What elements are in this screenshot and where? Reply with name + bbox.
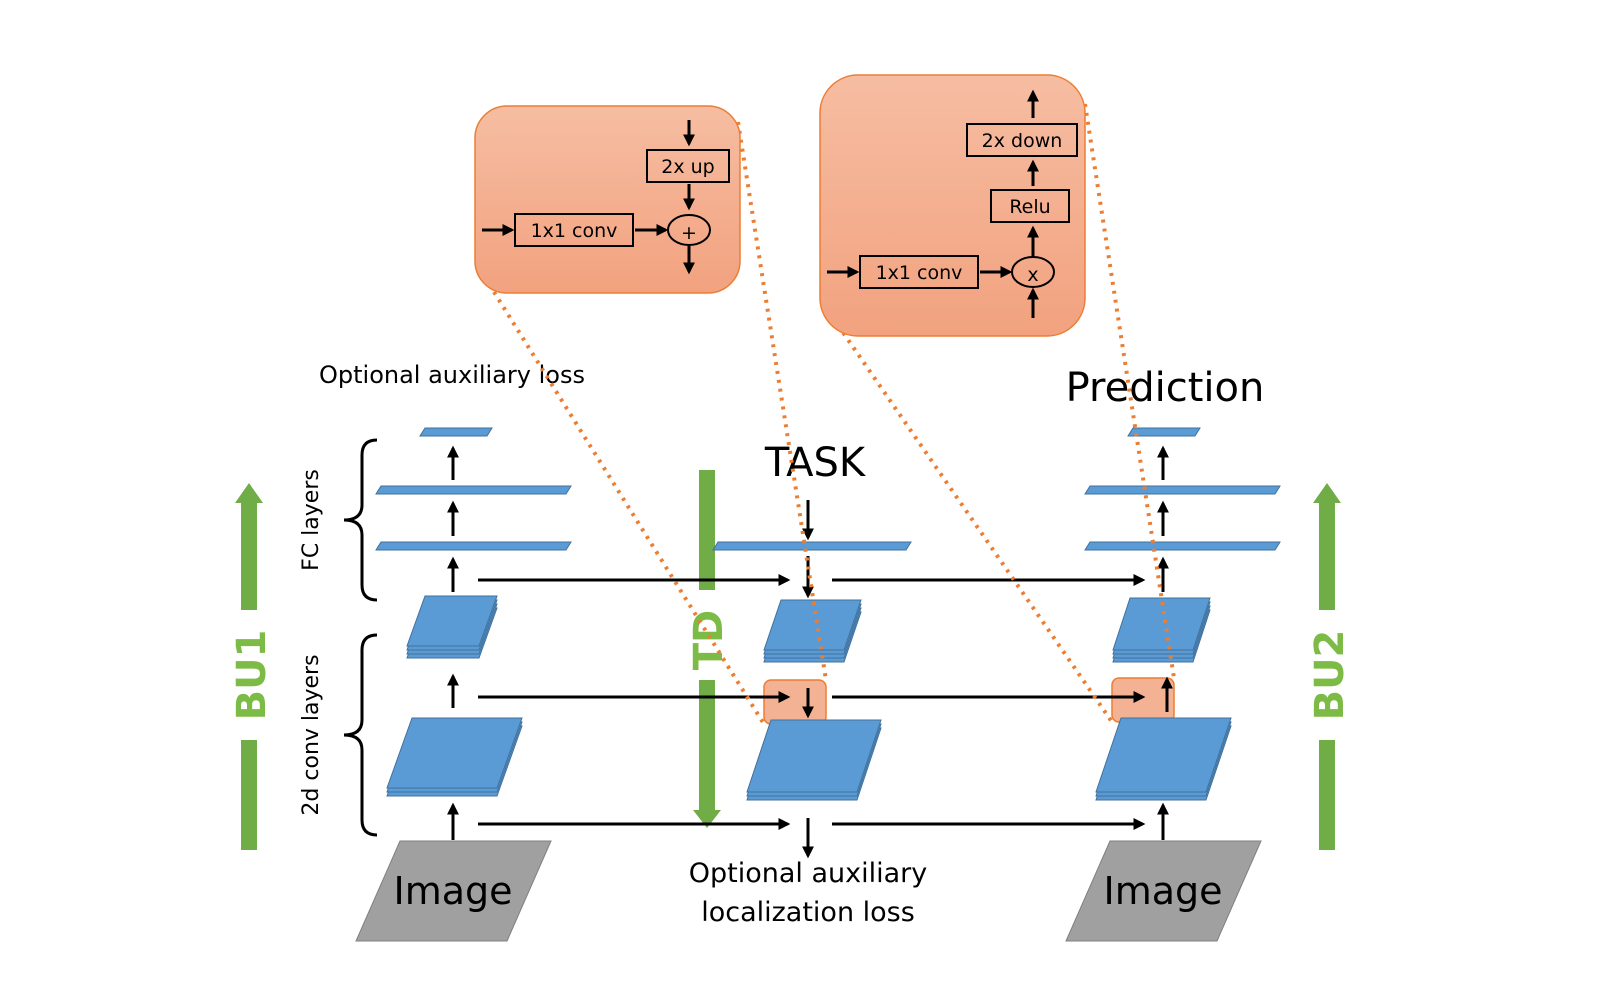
image-right-box — [1065, 840, 1262, 942]
bu1-stream-arrow — [235, 483, 263, 850]
td-add-symbol: + — [681, 222, 697, 244]
lateral-connections — [478, 574, 1146, 830]
td-conv-box — [514, 213, 634, 247]
bu1-fc-layer-1 — [375, 541, 572, 551]
bu1-conv-bottom-stack — [386, 717, 523, 797]
bu2-conv-bottom-stack — [1095, 717, 1232, 801]
bu1-fc-output — [419, 427, 493, 437]
conv-layers-label: 2d conv layers — [299, 654, 324, 815]
image-left-label: Image — [393, 869, 512, 913]
td-conv-label: 1x1 conv — [531, 220, 618, 242]
td-label: TD — [686, 610, 732, 671]
td-stream-arrow — [693, 470, 721, 828]
task-label: TASK — [764, 440, 867, 486]
loc-loss-line1: Optional auxiliary — [689, 858, 928, 889]
bu2-mult-symbol: x — [1027, 264, 1038, 286]
bu2-detail-callout: 2x down Relu 1x1 conv x — [819, 74, 1086, 337]
bu2-relu-box — [990, 189, 1070, 223]
td-up-box — [646, 149, 730, 183]
td-conv-bottom-stack — [746, 719, 882, 801]
td-column — [712, 500, 912, 859]
bu2-merge-block — [1111, 677, 1175, 723]
bu2-conv-box — [859, 255, 979, 289]
loc-loss-line2: localization loss — [701, 897, 915, 928]
bu2-down-box — [966, 123, 1078, 157]
td-fc-layer — [712, 541, 912, 551]
td-merge-block — [763, 679, 827, 725]
conv-layers-bracket — [343, 633, 378, 837]
bu2-down-label: 2x down — [982, 130, 1063, 152]
bu2-fc-output — [1127, 427, 1201, 437]
bu1-label: BU1 — [229, 630, 275, 721]
prediction-label: Prediction — [1066, 365, 1265, 411]
bu2-conv-label: 1x1 conv — [876, 262, 963, 284]
image-left-box — [355, 840, 552, 942]
bu1-fc-layer-2 — [375, 485, 572, 495]
td-conv-top-stack — [763, 599, 862, 663]
fc-layers-label: FC layers — [299, 469, 324, 571]
bu2-relu-label: Relu — [1009, 196, 1050, 218]
bu2-fc-layer-2 — [1084, 485, 1281, 495]
bu2-stream-arrow — [1313, 483, 1341, 850]
td-detail-callout: 2x up 1x1 conv + — [474, 105, 741, 294]
bu2-conv-top-stack — [1112, 597, 1211, 663]
bu1-conv-top-stack — [406, 595, 498, 659]
bu2-label: BU2 — [1307, 630, 1353, 721]
bu2-fc-layer-1 — [1084, 541, 1281, 551]
td-add-op — [667, 214, 711, 246]
image-right-label: Image — [1103, 869, 1222, 913]
td-up-label: 2x up — [661, 156, 714, 178]
bu2-mult-op — [1011, 256, 1055, 288]
bu2-column — [1084, 427, 1281, 840]
callout-zoom-lines — [492, 103, 1176, 726]
fc-layers-bracket — [343, 438, 378, 602]
bu1-column — [375, 427, 572, 840]
optional-aux-loss-label: Optional auxiliary loss — [319, 361, 585, 389]
